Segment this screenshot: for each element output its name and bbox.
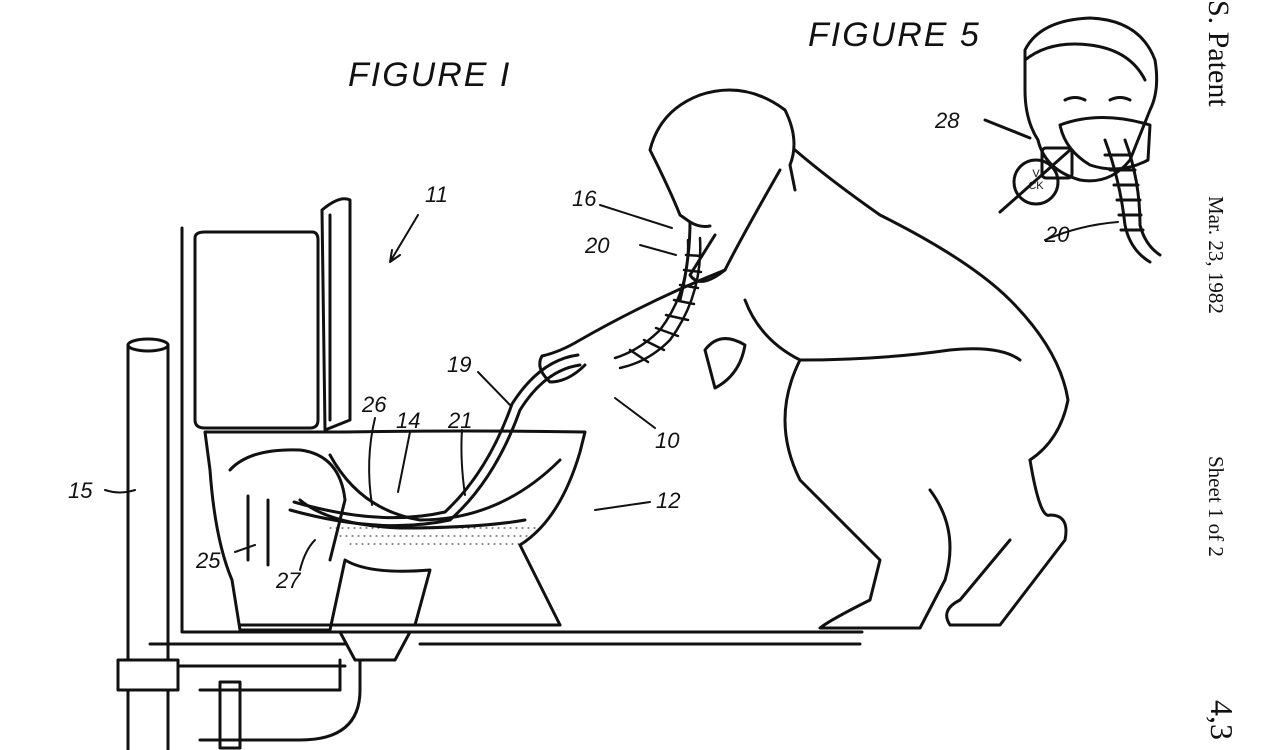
ref-19: 19 — [447, 352, 472, 377]
ref-26: 26 — [362, 392, 387, 417]
ref-14: 14 — [396, 408, 421, 433]
ref-27: 27 — [276, 568, 301, 593]
ref-20: 20 — [585, 233, 610, 258]
patent-label: S. Patent — [1202, 0, 1235, 107]
water — [329, 527, 541, 545]
ref-25: 25 — [196, 548, 221, 573]
wall-floor — [148, 226, 864, 668]
ref-28: 28 — [935, 108, 960, 133]
ref-16: 16 — [572, 186, 597, 211]
figure-5-title: FIGURE 5 — [808, 16, 981, 54]
ref-10: 10 — [655, 428, 680, 453]
corrugated-tube — [613, 236, 704, 370]
toilet-tank — [193, 197, 352, 432]
figure-1-title: FIGURE I — [348, 56, 512, 94]
hose — [288, 353, 582, 528]
ref-21: 21 — [448, 408, 473, 433]
toilet-bowl — [203, 429, 587, 662]
person-figure — [538, 88, 1070, 630]
ref-11: 11 — [425, 182, 448, 207]
sheet-number: Sheet 1 of 2 — [1204, 456, 1228, 557]
ref-20-mask: 20 — [1045, 222, 1070, 247]
ref-15: 15 — [68, 478, 93, 503]
ref-12: 12 — [656, 488, 681, 513]
leader-lines — [104, 204, 1119, 571]
vent-pipe — [116, 337, 362, 750]
valve-label-ck: CK — [1028, 180, 1044, 192]
patent-date: Mar. 23, 1982 — [1204, 196, 1228, 314]
valve-label-v: V — [1032, 168, 1040, 180]
patent-number: 4,3 — [1204, 700, 1240, 740]
valve-label: V CK — [1024, 168, 1048, 192]
figure5-head — [983, 16, 1162, 264]
